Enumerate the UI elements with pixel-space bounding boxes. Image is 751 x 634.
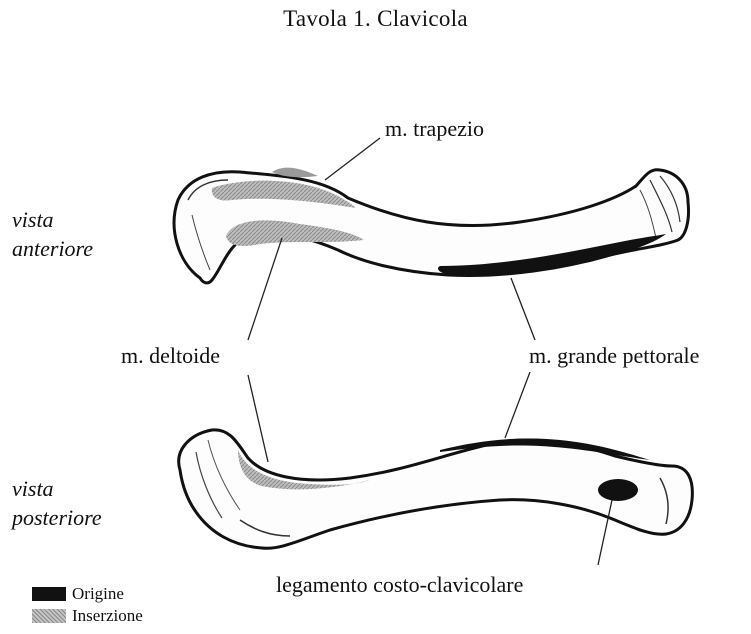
clavicle-posterior-view xyxy=(179,430,693,548)
legend-swatch-inserzione xyxy=(32,609,66,623)
legend-swatch-origine xyxy=(32,587,66,601)
legend-label-origine: Origine xyxy=(72,584,124,604)
legend-label-inserzione: Inserzione xyxy=(72,606,143,626)
clavicle-anterior-view xyxy=(174,168,688,283)
legend-item-origine: Origine xyxy=(32,583,143,605)
legend: Origine Inserzione xyxy=(32,583,143,627)
legamento-area xyxy=(598,479,638,501)
legend-item-inserzione: Inserzione xyxy=(32,605,143,627)
